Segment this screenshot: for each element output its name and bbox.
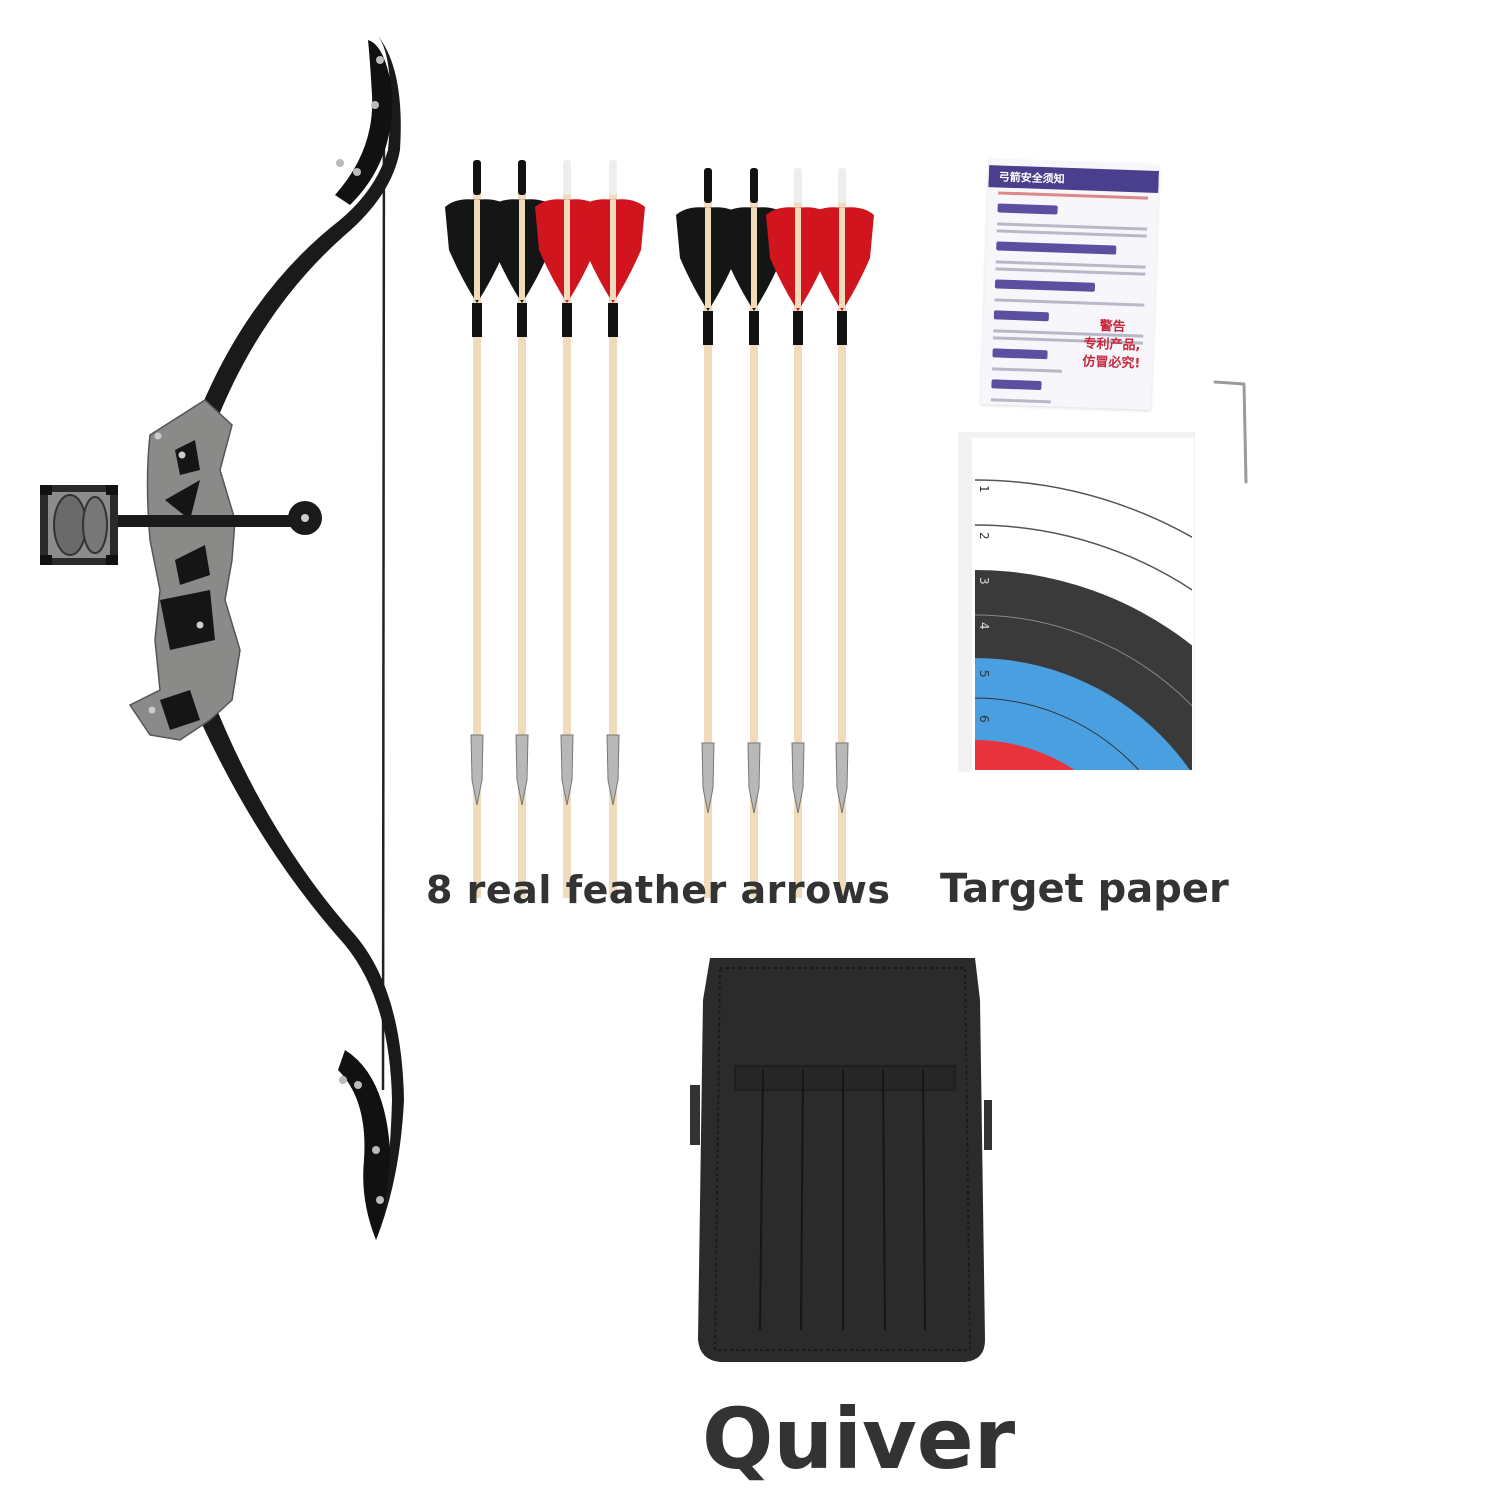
arrow	[810, 168, 874, 898]
arrow	[581, 160, 645, 898]
arrow	[490, 160, 554, 898]
arrow	[766, 168, 830, 898]
arrow	[676, 168, 740, 898]
target-paper-caption: Target paper	[940, 866, 1229, 912]
safety-instruction-sheet: 弓箭安全须知 警告 专利产品, 仿冒必究!	[980, 159, 1160, 410]
arrow	[445, 160, 509, 898]
quiver-caption: Quiver	[702, 1390, 1016, 1488]
arrow	[722, 168, 786, 898]
instruction-warning: 警告 专利产品, 仿冒必究!	[1082, 319, 1141, 372]
instruction-sheet-title: 弓箭安全须知	[988, 165, 1160, 194]
arrow	[535, 160, 599, 898]
bow	[40, 36, 404, 1240]
arrows-caption: 8 real feather arrows	[426, 868, 891, 912]
